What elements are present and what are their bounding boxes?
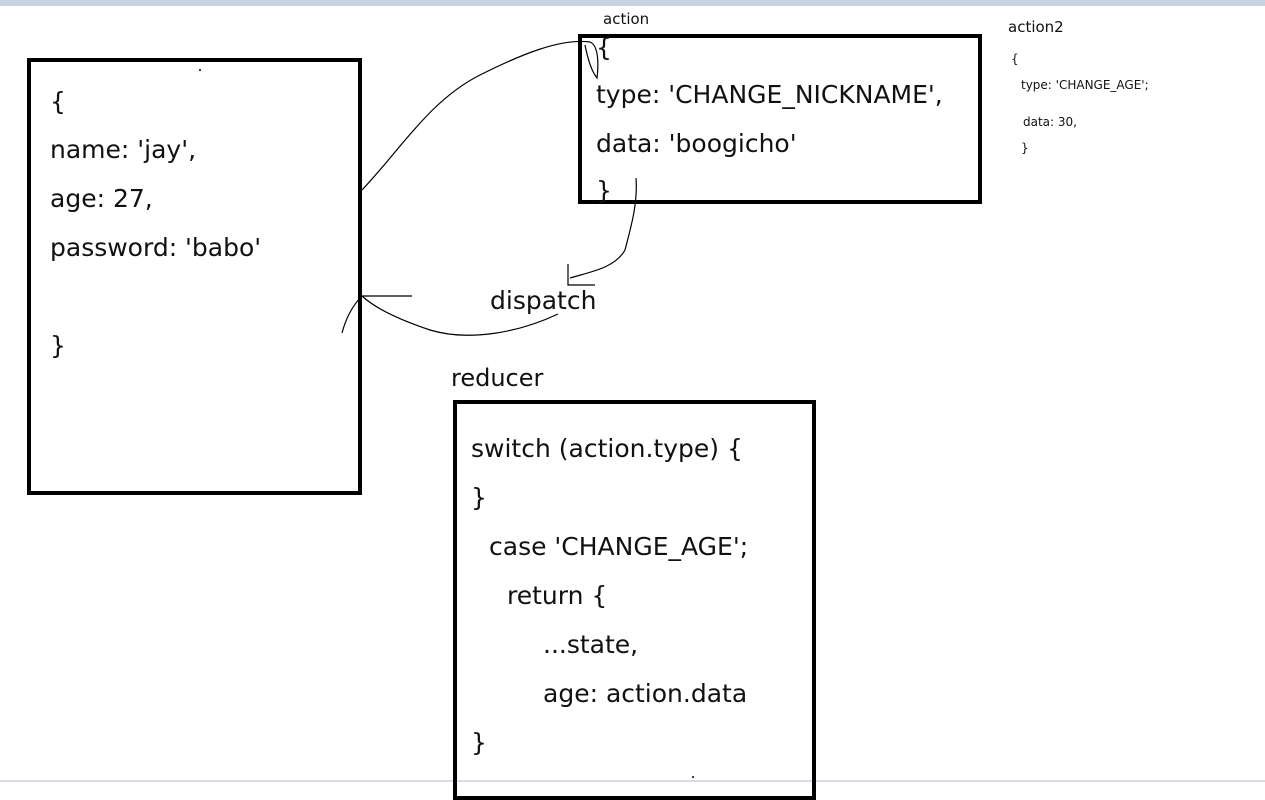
reducer-line: return { bbox=[507, 581, 608, 610]
state-box bbox=[27, 58, 362, 495]
reducer-line: } bbox=[471, 728, 487, 757]
action-line: data: 'boogicho' bbox=[596, 129, 797, 158]
arrow-dispatch-to-state bbox=[361, 295, 559, 336]
reducer-line: case 'CHANGE_AGE'; bbox=[489, 532, 749, 561]
stray-dot-bottom bbox=[692, 776, 694, 778]
action2-line: type: 'CHANGE_AGE'; bbox=[1021, 78, 1149, 92]
action-line: } bbox=[596, 176, 612, 205]
reducer-line: age: action.data bbox=[543, 679, 748, 708]
reducer-line: ...state, bbox=[543, 630, 639, 659]
action-label: action bbox=[603, 10, 650, 28]
action2-line: { bbox=[1011, 52, 1019, 66]
state-line: { bbox=[50, 87, 66, 116]
arrowhead-dispatch bbox=[567, 264, 595, 286]
action2-line: } bbox=[1021, 141, 1029, 155]
action2-label: action2 bbox=[1008, 18, 1064, 36]
stray-dot bbox=[199, 69, 201, 71]
action-box bbox=[578, 34, 982, 204]
reducer-label: reducer bbox=[451, 364, 544, 392]
window-bottom-edge bbox=[0, 780, 1265, 782]
reducer-line: } bbox=[471, 483, 487, 512]
reducer-line: switch (action.type) { bbox=[471, 434, 743, 463]
dispatch-label: dispatch bbox=[490, 286, 597, 315]
action2-line: data: 30, bbox=[1023, 115, 1077, 129]
action-line: type: 'CHANGE_NICKNAME', bbox=[596, 80, 943, 109]
state-line: age: 27, bbox=[50, 184, 153, 213]
state-line: } bbox=[50, 331, 66, 360]
action-line: { bbox=[596, 33, 612, 62]
state-line: password: 'babo' bbox=[50, 233, 262, 262]
arrow-state-to-action bbox=[361, 40, 599, 191]
hand-drawn-arrows bbox=[199, 40, 694, 778]
window-top-edge bbox=[0, 0, 1265, 6]
state-line: name: 'jay', bbox=[50, 135, 197, 164]
